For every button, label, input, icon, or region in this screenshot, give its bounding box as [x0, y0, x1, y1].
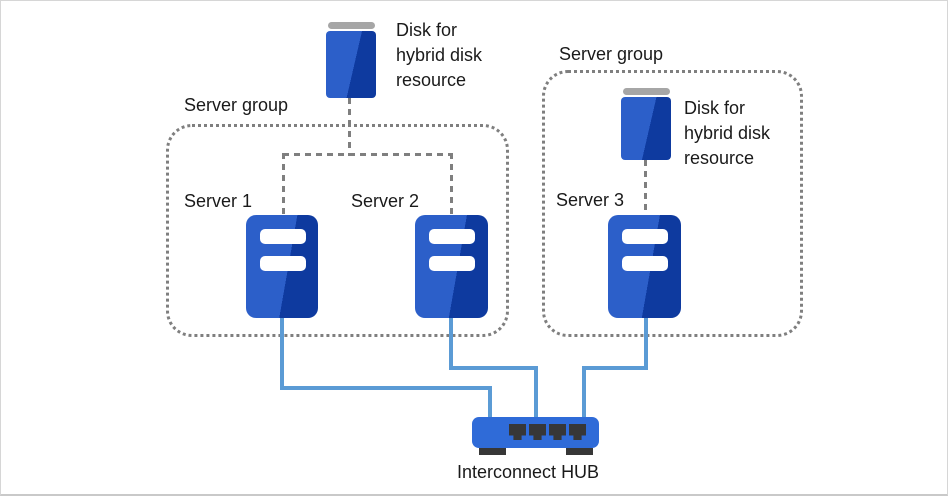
server2-icon — [415, 215, 488, 318]
server2-label: Server 2 — [351, 191, 420, 211]
disk2-cap — [623, 88, 670, 95]
hub-port-3 — [549, 424, 566, 440]
connector-disk1-down — [348, 98, 351, 156]
connector-split-to-server2 — [450, 153, 453, 215]
disk1-caption: Disk for hybrid disk resource — [396, 20, 483, 90]
server3-slot-top — [622, 229, 668, 244]
disk2-icon — [621, 97, 671, 160]
connector-disk2-to-server3 — [644, 160, 647, 215]
netline-server1-v — [280, 318, 284, 390]
disk1-icon — [326, 31, 376, 98]
server3-slot-bottom — [622, 256, 668, 271]
disk2-caption: Disk for hybrid disk resource — [684, 98, 771, 168]
netline-server2-drop — [534, 366, 538, 418]
netline-server2-h — [449, 366, 538, 370]
connector-split-horizontal — [283, 153, 453, 156]
server-group-1-box — [166, 124, 509, 337]
netline-server1-h — [280, 386, 492, 390]
server1-label: Server 1 — [184, 191, 253, 211]
netline-server2-v — [449, 318, 453, 370]
server-group-2-label: Server group — [559, 44, 664, 64]
netline-server3-v — [644, 318, 648, 370]
server-group-2-box — [542, 70, 803, 337]
hub-foot-right — [566, 448, 593, 455]
hub-port-1 — [509, 424, 526, 440]
connector-split-to-server1 — [282, 153, 285, 215]
server2-slot-top — [429, 229, 475, 244]
server2-slot-bottom — [429, 256, 475, 271]
netline-server1-drop — [488, 386, 492, 418]
hub-port-2 — [529, 424, 546, 440]
netline-server3-h — [582, 366, 648, 370]
server3-icon — [608, 215, 681, 318]
hub-port-4 — [569, 424, 586, 440]
server1-icon — [246, 215, 318, 318]
server1-slot-top — [260, 229, 306, 244]
server-group-1-label: Server group — [184, 95, 289, 115]
hub-label: Interconnect HUB — [457, 462, 600, 482]
hub-foot-left — [479, 448, 506, 455]
server1-slot-bottom — [260, 256, 306, 271]
hub-icon — [472, 417, 599, 448]
disk1-cap — [328, 22, 375, 29]
server3-label: Server 3 — [556, 190, 625, 210]
netline-server3-drop — [582, 366, 586, 418]
